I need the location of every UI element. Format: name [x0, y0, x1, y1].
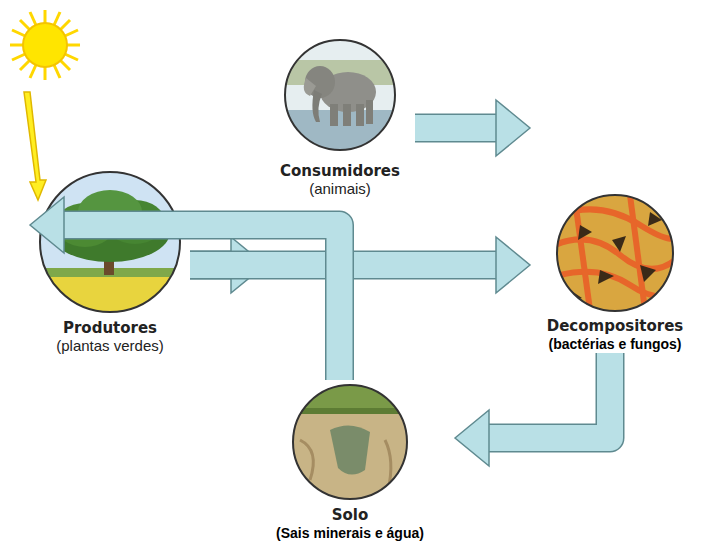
- cycle-node: Decompositores(bactérias e fungos): [530, 195, 700, 353]
- block-arrow: [190, 237, 530, 293]
- block-arrow: [455, 353, 610, 466]
- arrow-head: [496, 237, 530, 293]
- sunlight-arrow: [24, 92, 46, 200]
- arrow-outline: [190, 251, 233, 280]
- node-heading: Decompositores: [547, 317, 684, 335]
- node-subtitle: (plantas verdes): [56, 337, 164, 355]
- cycle-node: Solo(Sais minerais e água): [245, 380, 455, 542]
- node-heading: Solo: [332, 506, 369, 524]
- arrow-shaft: [190, 252, 498, 278]
- arrow-shaft: [62, 225, 340, 380]
- arrow-head: [231, 237, 265, 293]
- node-subtitle: (Sais minerais e água): [276, 524, 424, 542]
- soil-picture: [290, 382, 410, 502]
- arrow-head: [496, 100, 530, 156]
- arrow-shaft: [190, 252, 233, 278]
- arrow-outline: [62, 225, 340, 380]
- block-arrow: [190, 237, 265, 293]
- arrow-head: [455, 410, 489, 466]
- node-heading: Consumidores: [280, 162, 400, 180]
- arrow-shaft: [415, 115, 498, 141]
- picture-frame: [40, 172, 180, 312]
- microbe-picture: [555, 193, 680, 313]
- tree-picture: [38, 170, 183, 315]
- elephant-picture: [280, 35, 400, 155]
- picture-frame: [293, 385, 407, 499]
- cycle-node: Consumidores(animais): [265, 38, 415, 198]
- node-heading: Produtores: [63, 319, 157, 337]
- arrow-outline: [415, 114, 498, 143]
- block-arrow: [30, 197, 340, 380]
- picture-frame: [285, 40, 395, 150]
- arrow-outline: [487, 353, 610, 438]
- block-arrow: [415, 100, 530, 156]
- arrow-shaft: [487, 353, 610, 438]
- arrow-head: [30, 197, 64, 253]
- node-subtitle: (bactérias e fungos): [548, 335, 681, 353]
- arrow-outline: [190, 251, 498, 280]
- picture-frame: [557, 195, 673, 311]
- cycle-node: Produtores(plantas verdes): [30, 175, 190, 355]
- sun-symbol: [10, 10, 80, 80]
- node-subtitle: (animais): [309, 180, 371, 198]
